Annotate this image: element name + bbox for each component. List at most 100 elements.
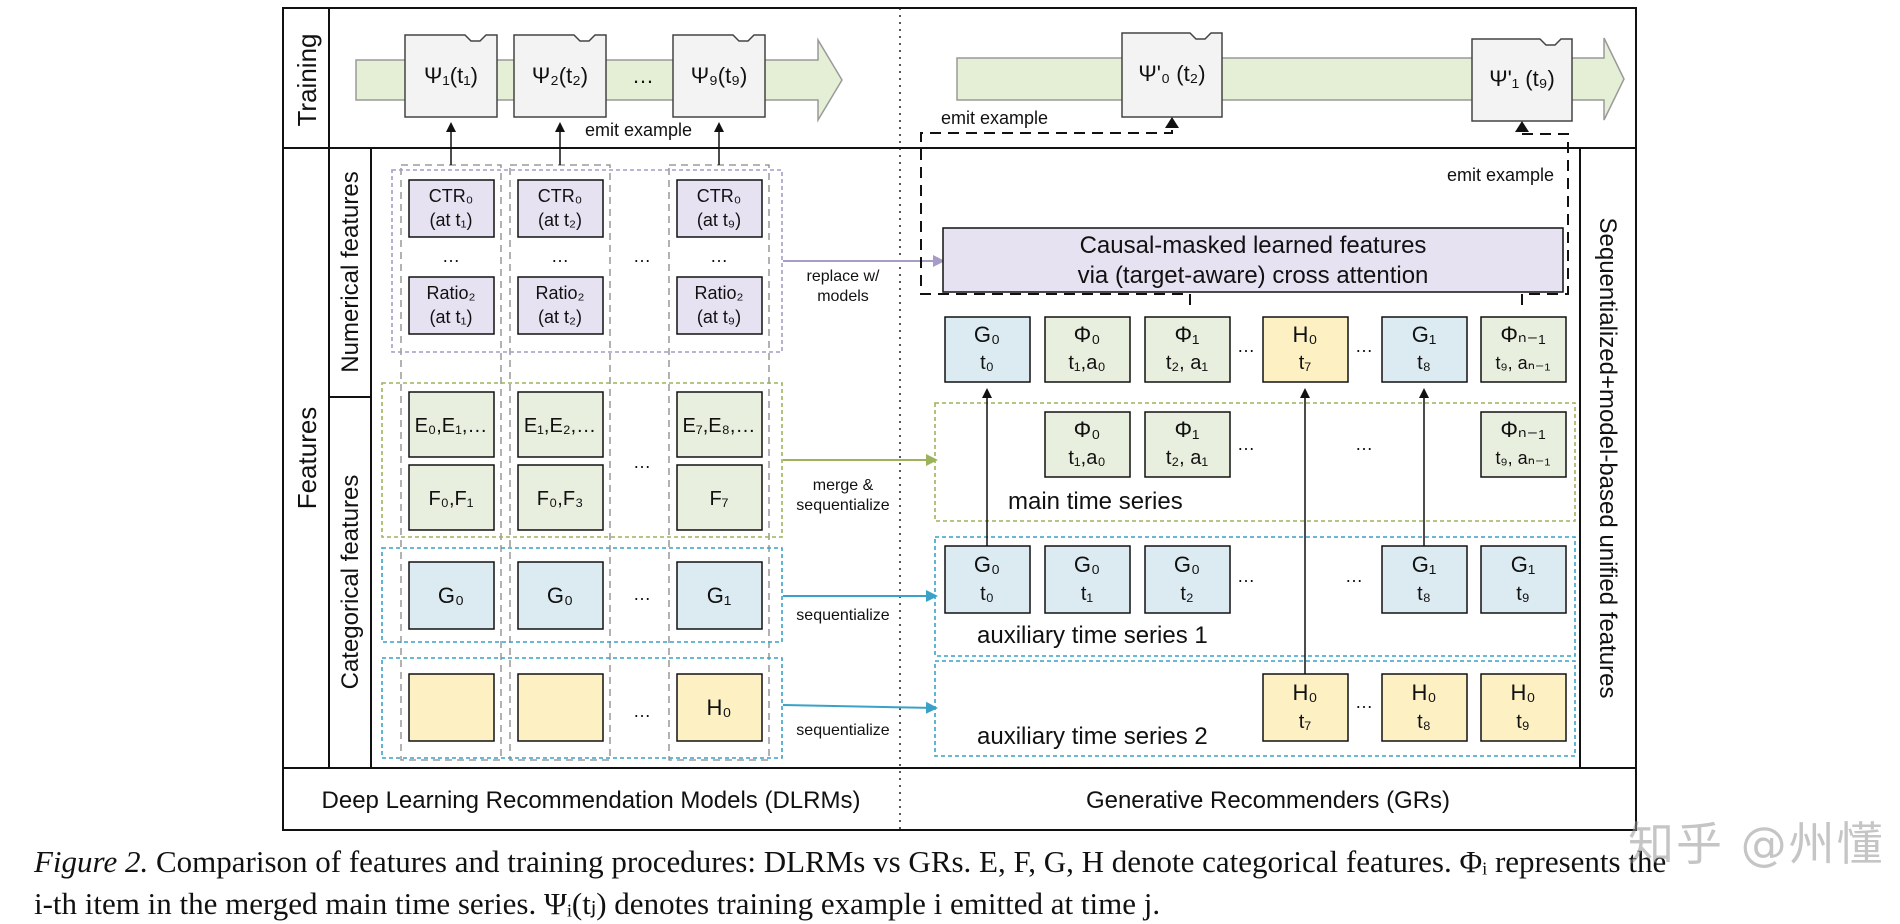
features-label: Features	[292, 407, 322, 510]
ratio-time: (at t₉)	[697, 307, 741, 327]
numerical-column: CTR₀ (at t₂) … Ratio₂ (at t₂)	[517, 179, 604, 335]
emit-example-right: emit example	[1447, 165, 1554, 185]
numerical-column: CTR₀ (at t₁) … Ratio₂ (at t₁)	[408, 179, 495, 335]
aux1-item-l1: G₀	[974, 552, 1000, 577]
emit-path-left	[920, 124, 1191, 305]
ratio-label: Ratio₂	[426, 283, 475, 303]
aux2-series-row: H₀ t₇ H₀ t₈ H₀ t₉	[1262, 673, 1567, 742]
aux1-item-l2: t₁	[1081, 583, 1094, 605]
training-example-card: Ψ₁(t₁)	[404, 34, 498, 118]
main-series-group	[934, 402, 1576, 522]
watermark: 知乎 @州懂	[1628, 817, 1885, 871]
main-ellipsis: …	[1237, 434, 1255, 454]
merge-label: sequentialize	[796, 497, 890, 514]
aux1-item-l2: t₉	[1516, 583, 1530, 605]
sequentialize-arrow-2	[782, 701, 938, 714]
training-example-label: Ψ'₁ (t₉)	[1489, 66, 1555, 91]
sequentialize-label-1: sequentialize	[796, 607, 890, 624]
sequentialize-label-2: sequentialize	[796, 722, 890, 739]
ratio-label: Ratio₂	[535, 283, 584, 303]
main-item-l1: Φₙ₋₁	[1500, 417, 1545, 442]
causal-features-subtitle: via (target-aware) cross attention	[1078, 262, 1429, 289]
ctr-label: CTR₀	[538, 186, 582, 206]
main-ellipsis: …	[1355, 434, 1373, 454]
numerical-column: CTR₀ (at t₉) … Ratio₂ (at t₉)	[676, 179, 763, 335]
aux1-item-l2: t₀	[980, 583, 994, 605]
unified-item-l1: Φₙ₋₁	[1500, 322, 1545, 347]
h-feature: H₀	[706, 695, 731, 720]
unified-sequence-row: G₀ t₀ Φ₀ t₁,a₀ Φ₁ t₂, a₁ H₀ t₇ G₁ t₈ Φₙ₋…	[944, 316, 1567, 383]
figure-caption-line1: Figure 2. Comparison of features and tra…	[34, 842, 1884, 882]
merge-label: merge &	[813, 477, 874, 494]
g-ellipsis: …	[633, 584, 651, 604]
aux1-item-l1: G₀	[1074, 552, 1100, 577]
numerical-features-label: Numerical features	[337, 171, 364, 372]
aux1-series-group	[934, 536, 1576, 657]
aux2-ellipsis: …	[1355, 692, 1373, 712]
training-example-label: Ψ₁(t₁)	[424, 63, 478, 88]
caption-text: Comparison of features and training proc…	[148, 844, 1667, 879]
numerical-ellipsis: …	[551, 246, 569, 266]
aux1-series-row: G₀ t₀ G₀ t₁ G₀ t₂ G₁ t₈ G₁ t₉	[944, 545, 1567, 614]
g-feature: G₀	[547, 583, 573, 608]
unified-item-l1: Φ₀	[1074, 322, 1101, 347]
categorical-e-row: E₀,E₁,… E₁,E₂,… E₇,E₈,…	[408, 391, 763, 458]
training-ellipsis: …	[632, 63, 654, 88]
ctr-label: CTR₀	[429, 186, 473, 206]
main-item-l1: Φ₁	[1175, 417, 1200, 442]
figure-number: Figure 2.	[34, 844, 149, 879]
unified-ellipsis: …	[1355, 336, 1373, 356]
gr-label: Generative Recommenders (GRs)	[1086, 787, 1450, 814]
ctr-label: CTR₀	[697, 186, 741, 206]
numerical-ellipsis: …	[442, 246, 460, 266]
main-item-l2: t₉, aₙ₋₁	[1496, 448, 1551, 468]
training-example-card: Ψ₉(t₉)	[672, 34, 766, 118]
main-item-l1: Φ₀	[1074, 417, 1101, 442]
frame	[282, 7, 1637, 831]
aux2-series-group	[934, 660, 1576, 757]
unified-item-l1: G₁	[1412, 322, 1437, 347]
aux2-item-l1: H₀	[1292, 680, 1317, 705]
e-feature: E₁,E₂,…	[524, 415, 596, 437]
emit-example-label: emit example	[585, 120, 692, 140]
g-feature: G₀	[438, 583, 464, 608]
aux2-series-label: auxiliary time series 2	[977, 723, 1208, 750]
ratio-time: (at t₂)	[538, 307, 582, 327]
h-ellipsis: …	[633, 701, 651, 721]
e-feature: E₇,E₈,…	[683, 415, 756, 437]
categorical-h-group	[381, 657, 783, 759]
aux1-item-l2: t₂	[1180, 583, 1193, 605]
training-example-card: Ψ₂(t₂)	[513, 34, 607, 118]
numerical-ellipsis: …	[710, 246, 728, 266]
aux1-item-l2: t₈	[1417, 583, 1431, 605]
main-item-l2: t₁,a₀	[1068, 447, 1105, 469]
training-example-label: Ψ'₀ (t₂)	[1138, 61, 1205, 86]
aux1-item-l1: G₁	[1412, 552, 1437, 577]
aux1-item-l1: G₀	[1174, 552, 1200, 577]
dlrm-label: Deep Learning Recommendation Models (DLR…	[322, 787, 861, 814]
aux2-item-l1: H₀	[1510, 680, 1535, 705]
categorical-h-row: H₀	[408, 673, 763, 742]
f-feature: F₇	[709, 488, 728, 510]
figure-caption-line2: i-th item in the merged main time series…	[34, 886, 1161, 921]
unified-item-l2: t₁,a₀	[1068, 352, 1105, 374]
unified-item-l2: t₈	[1417, 352, 1431, 374]
ctr-time: (at t₂)	[538, 210, 582, 230]
training-example-label: Ψ₂(t₂)	[532, 63, 588, 88]
causal-features-title: Causal-masked learned features	[1080, 232, 1427, 259]
training-example-card: Ψ'₀ (t₂)	[1121, 32, 1223, 118]
unified-item-l2: t₉, aₙ₋₁	[1496, 353, 1551, 373]
categorical-f-row: F₀,F₁ F₀,F₃ F₇	[408, 464, 763, 531]
causal-features-box	[942, 227, 1564, 293]
e-feature: E₀,E₁,…	[415, 415, 488, 437]
training-example-label: Ψ₉(t₉)	[691, 63, 748, 88]
aux1-series-label: auxiliary time series 1	[977, 622, 1208, 649]
unified-item-l1: Φ₁	[1175, 322, 1200, 347]
emit-path-right	[1521, 128, 1569, 305]
unified-ellipsis: …	[1237, 336, 1255, 356]
unified-item-l2: t₇	[1299, 352, 1312, 374]
categorical-g-group	[381, 547, 783, 643]
categorical-ef-group	[381, 382, 783, 538]
categorical-features-label: Categorical features	[337, 475, 364, 690]
